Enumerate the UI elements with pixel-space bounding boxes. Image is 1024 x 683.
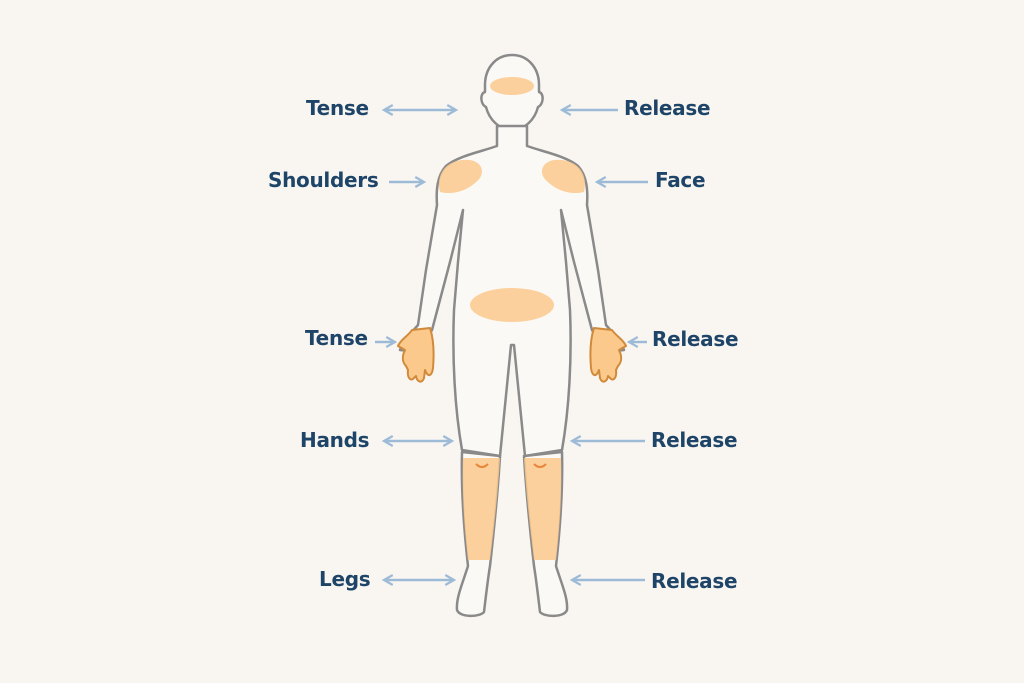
label-release-head: Release: [624, 96, 711, 120]
label-tense-top: Tense: [306, 96, 369, 120]
right-calf-highlight: [524, 458, 562, 560]
highlighted-regions: [438, 77, 586, 560]
right-hand-icon: [589, 327, 627, 383]
right-shoulder-highlight: [542, 159, 586, 194]
body-outline: [398, 53, 626, 618]
label-hands: Hands: [300, 428, 370, 452]
label-release-thighs: Release: [651, 428, 738, 452]
label-release-legs: Release: [651, 569, 738, 593]
knee-marks: [475, 463, 547, 468]
arrows: [375, 104, 648, 586]
label-legs: Legs: [319, 567, 371, 591]
forehead-highlight: [490, 77, 534, 95]
left-hand-icon: [397, 327, 435, 383]
left-shoulder-highlight: [438, 159, 482, 194]
label-release-hands: Release: [652, 327, 739, 351]
label-tense-hands: Tense: [305, 326, 368, 350]
abdomen-highlight: [470, 288, 554, 322]
left-calf-highlight: [462, 458, 500, 560]
label-face: Face: [655, 168, 706, 192]
label-shoulders: Shoulders: [268, 168, 379, 192]
